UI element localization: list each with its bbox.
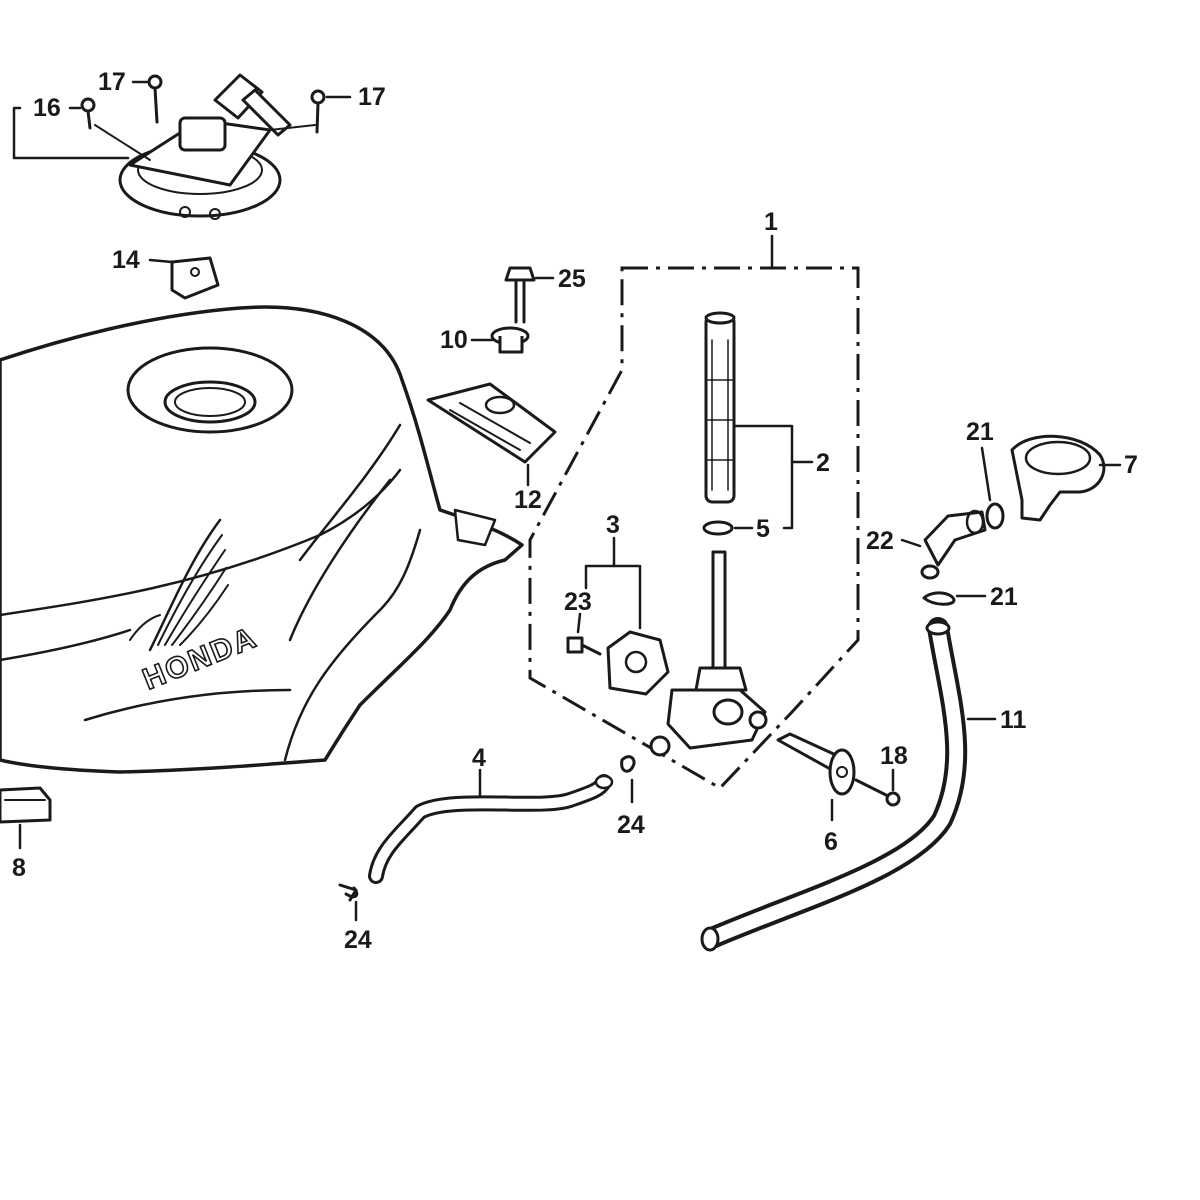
fuel-strainer-2 bbox=[704, 311, 736, 504]
screw-17-left bbox=[147, 74, 163, 124]
label-part-24-lower: 24 bbox=[344, 926, 372, 954]
label-part-12: 12 bbox=[514, 486, 542, 514]
screw-17-right bbox=[310, 89, 326, 134]
bracket-14 bbox=[170, 256, 220, 300]
label-part-25: 25 bbox=[558, 265, 586, 293]
label-part-4: 4 bbox=[472, 744, 486, 772]
screw-18 bbox=[854, 778, 901, 807]
label-part-24-upper: 24 bbox=[617, 811, 645, 839]
drain-hose-11 bbox=[700, 617, 968, 952]
label-part-11: 11 bbox=[1000, 706, 1027, 734]
label-part-23: 23 bbox=[564, 588, 592, 616]
leader-22 bbox=[900, 538, 922, 548]
bracket-3 bbox=[584, 564, 642, 630]
joint-22 bbox=[920, 509, 987, 580]
label-part-14: 14 bbox=[112, 246, 140, 274]
bolt-25 bbox=[504, 266, 536, 324]
label-part-21-upper: 21 bbox=[966, 418, 994, 446]
group-outline-1 bbox=[528, 266, 860, 790]
fuel-hose-4 bbox=[368, 774, 614, 884]
label-part-6: 6 bbox=[824, 828, 838, 856]
label-part-5: 5 bbox=[756, 515, 770, 543]
valve-lever-6 bbox=[776, 732, 856, 796]
label-part-7: 7 bbox=[1124, 451, 1138, 479]
label-part-8: 8 bbox=[12, 854, 26, 882]
fuel-tank bbox=[0, 305, 524, 774]
fuel-valve-body bbox=[649, 550, 768, 757]
bolt-16 bbox=[80, 97, 96, 130]
clip-21-upper bbox=[985, 502, 1005, 530]
drain-cup-7 bbox=[1010, 434, 1106, 522]
label-part-17-right: 17 bbox=[358, 83, 386, 111]
label-part-17-left: 17 bbox=[98, 68, 126, 96]
leader-14 bbox=[148, 258, 174, 264]
clip-24-lower bbox=[338, 883, 359, 902]
label-part-3: 3 bbox=[606, 511, 620, 539]
label-part-2: 2 bbox=[816, 449, 830, 477]
leader-23 bbox=[576, 612, 582, 634]
clip-21-lower bbox=[922, 591, 956, 606]
label-part-16: 16 bbox=[33, 94, 61, 122]
leader-21-upper bbox=[980, 446, 992, 502]
o-ring-5 bbox=[702, 520, 734, 536]
clip-24-upper bbox=[620, 755, 636, 773]
label-part-1: 1 bbox=[764, 208, 778, 236]
screw-23 bbox=[566, 636, 602, 656]
mount-rubber-12 bbox=[426, 382, 557, 464]
label-part-21-lower: 21 bbox=[990, 583, 1018, 611]
bracket-16 bbox=[12, 106, 130, 160]
fuel-cap-assembly bbox=[94, 73, 316, 220]
wing-emblem bbox=[129, 518, 229, 652]
collar-10 bbox=[490, 326, 530, 354]
bracket-2 bbox=[732, 424, 794, 530]
label-part-18: 18 bbox=[880, 742, 908, 770]
cushion-8 bbox=[0, 786, 52, 824]
diaphragm-3 bbox=[606, 630, 670, 696]
label-part-22: 22 bbox=[866, 527, 894, 555]
label-part-10: 10 bbox=[440, 326, 468, 354]
